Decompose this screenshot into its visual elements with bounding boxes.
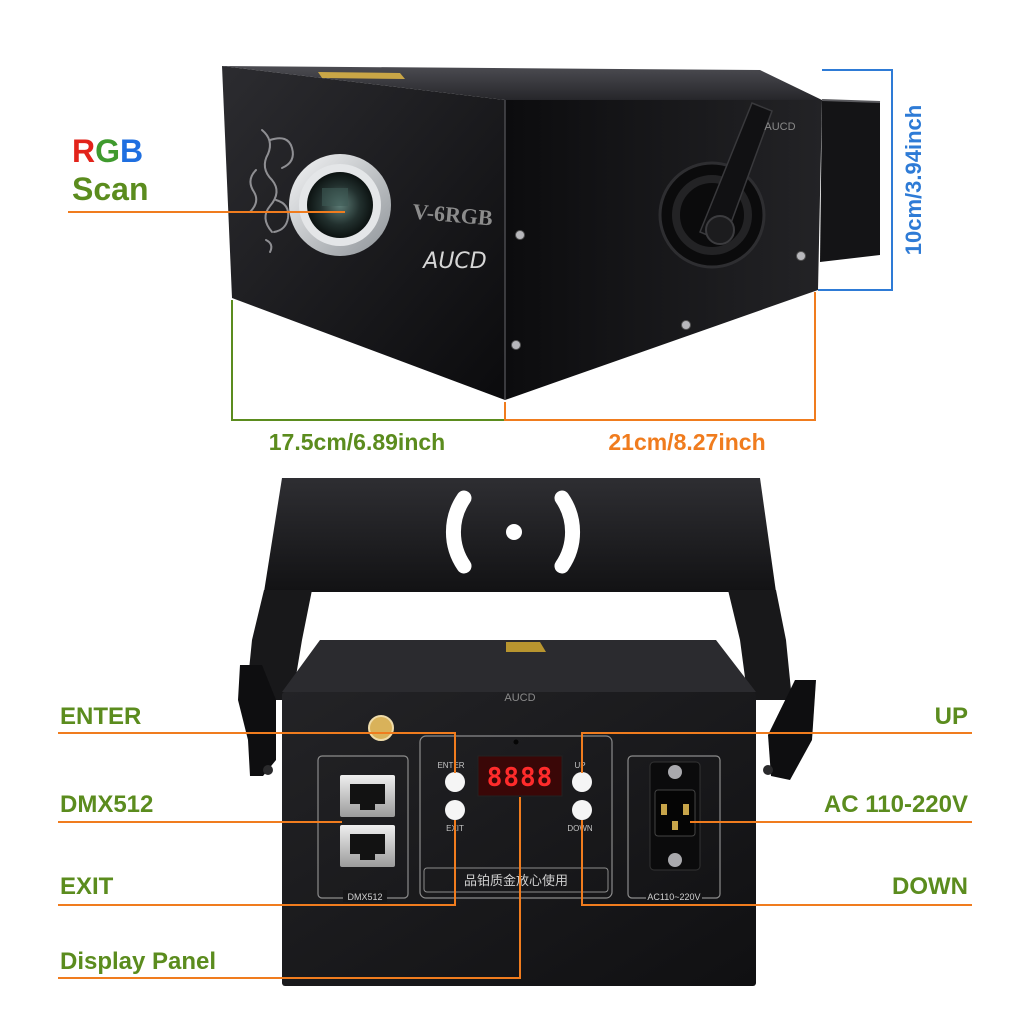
dmx-in-port [340, 775, 395, 817]
side-watermark: AUCD [764, 121, 795, 133]
panel-down-label: DOWN [567, 824, 593, 833]
led-display [477, 755, 563, 797]
laser-aperture [289, 154, 391, 256]
up-button [572, 772, 592, 792]
control-section: 8888 ENTER UP EXIT DOWN 品铂质金放心使用 [419, 735, 613, 899]
down-button [572, 800, 592, 820]
exit-callout: EXIT [60, 873, 114, 900]
rear-top-face [282, 640, 756, 692]
panel-enter-label: ENTER [437, 761, 464, 770]
enter-leader [58, 732, 456, 773]
enter-button [445, 772, 465, 792]
screws [511, 230, 806, 350]
length-dimension-line [231, 300, 505, 421]
rear-watermark: AUCD [504, 692, 535, 704]
rgb-label: RGB [72, 133, 143, 169]
scan-label: Scan [72, 171, 148, 207]
width-dimension-label: 21cm/8.27inch [608, 429, 765, 455]
left-wing-nut [238, 665, 276, 776]
dragon-emblem-icon [249, 129, 294, 253]
mounting-bracket [820, 100, 880, 262]
display-panel-leader [58, 797, 521, 979]
height-dimension-label: 10cm/3.94inch [901, 105, 926, 255]
ac-power-callout: AC 110-220V [824, 791, 968, 818]
height-dimension-line [818, 69, 893, 291]
length-dimension-label: 17.5cm/6.89inch [269, 429, 445, 455]
power-panel-label: AC110~220V [647, 892, 700, 902]
top-sticker [318, 72, 405, 79]
handle-cutout-left [445, 490, 472, 574]
up-leader [581, 732, 972, 773]
dmx-section: DMX512 [317, 755, 409, 902]
brand-logo: AUCD [421, 249, 486, 274]
dmx512-callout: DMX512 [60, 791, 153, 818]
side-bolt-left [263, 765, 273, 775]
exit-button [445, 800, 465, 820]
side-bolt-right [763, 765, 773, 775]
rgb-g: G [95, 133, 120, 169]
bracket-edge [821, 99, 881, 103]
side-face [505, 100, 822, 400]
dmx-out-port [340, 825, 395, 867]
exit-leader [58, 820, 456, 906]
display-panel-callout: Display Panel [60, 948, 216, 975]
right-wing-nut [768, 680, 816, 780]
projector-front-view: V-6RGB AUCD AUCD [222, 66, 881, 400]
handle-cutout-center [506, 524, 522, 540]
carry-handle [246, 478, 792, 700]
width-dimension-line [504, 292, 816, 421]
warranty-sticker [368, 715, 394, 741]
tilt-knob [658, 102, 773, 269]
down-callout: DOWN [892, 873, 968, 900]
rear-top-sticker [506, 642, 546, 652]
rgb-r: R [72, 133, 95, 169]
panel-up-label: UP [574, 761, 585, 770]
quality-slogan: 品铂质金放心使用 [464, 873, 568, 889]
up-callout: UP [935, 703, 968, 730]
rgb-b: B [120, 133, 143, 169]
down-leader [581, 820, 972, 906]
enter-callout: ENTER [60, 703, 141, 730]
handle-cutout-right [554, 490, 581, 574]
dmx-panel-label: DMX512 [347, 892, 382, 902]
iec-power-socket [649, 761, 701, 871]
power-section: AC110~220V [627, 755, 721, 902]
led-display-readout: 8888 [487, 763, 554, 793]
